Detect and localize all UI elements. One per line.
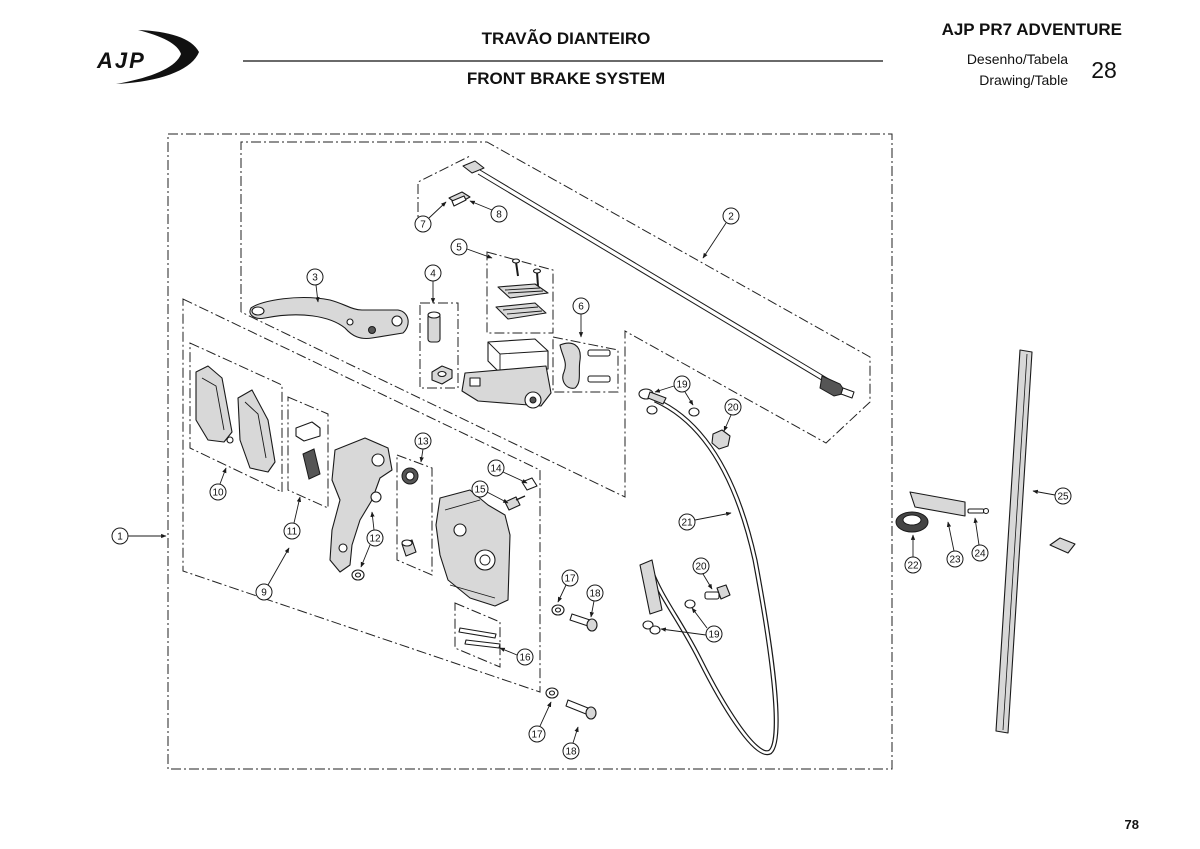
callout-23: 23 xyxy=(946,521,964,568)
banjo-bolts xyxy=(704,429,731,600)
svg-text:20: 20 xyxy=(695,562,707,573)
svg-text:8: 8 xyxy=(496,210,502,221)
callout-22: 22 xyxy=(904,534,922,574)
callout-12: 12 xyxy=(360,511,384,568)
callout-1: 1 xyxy=(111,527,167,545)
caliper-bolt-lower xyxy=(545,687,597,720)
caliper-bracket xyxy=(329,437,393,581)
page-number: 78 xyxy=(1125,817,1139,832)
callout-20-lower: 20 xyxy=(692,557,713,590)
callout-8: 8 xyxy=(469,200,508,223)
pad-pins xyxy=(458,627,501,649)
reservoir-cap xyxy=(495,258,549,320)
svg-text:19: 19 xyxy=(708,630,720,641)
svg-text:19: 19 xyxy=(676,380,688,391)
callout-10: 10 xyxy=(209,467,227,501)
svg-text:14: 14 xyxy=(490,464,502,475)
callout-19-upper: 19 xyxy=(654,375,694,406)
svg-text:22: 22 xyxy=(907,561,919,572)
svg-text:6: 6 xyxy=(578,302,584,313)
callout-3: 3 xyxy=(306,268,324,303)
svg-text:25: 25 xyxy=(1057,492,1069,503)
callout-5: 5 xyxy=(450,238,493,259)
caliper-bolt-upper xyxy=(551,604,598,632)
svg-text:21: 21 xyxy=(681,518,693,529)
hose-protector-strip xyxy=(995,349,1076,734)
bleed-screw xyxy=(504,477,538,511)
ajp-logo: AJP xyxy=(96,30,199,84)
svg-text:2: 2 xyxy=(728,212,734,223)
svg-text:23: 23 xyxy=(949,555,961,566)
callout-15: 15 xyxy=(471,480,509,504)
assembly-frames xyxy=(167,133,893,770)
svg-text:AJP: AJP xyxy=(96,48,146,73)
svg-text:7: 7 xyxy=(420,220,426,231)
callout-6: 6 xyxy=(572,297,590,338)
svg-text:9: 9 xyxy=(261,588,267,599)
svg-text:24: 24 xyxy=(974,549,986,560)
callout-16: 16 xyxy=(499,647,534,666)
svg-text:3: 3 xyxy=(312,273,318,284)
handlebar-clamp xyxy=(559,342,611,389)
drawing-number: 28 xyxy=(1091,57,1117,83)
drawing-label-pt: Desenho/Tabela xyxy=(967,51,1068,67)
brake-caliper xyxy=(435,489,511,607)
master-cylinder xyxy=(461,338,552,409)
lever-bushings xyxy=(427,311,453,385)
brake-lever xyxy=(249,297,409,340)
callout-17-upper: 17 xyxy=(557,569,579,603)
svg-text:18: 18 xyxy=(589,589,601,600)
callout-19-lower: 19 xyxy=(660,607,723,643)
callout-14: 14 xyxy=(487,459,528,484)
brake-hose xyxy=(638,388,779,756)
svg-text:11: 11 xyxy=(287,527,298,538)
callout-25: 25 xyxy=(1032,487,1072,505)
svg-text:17: 17 xyxy=(564,574,576,585)
svg-text:20: 20 xyxy=(727,403,739,414)
svg-text:1: 1 xyxy=(117,532,123,543)
svg-text:4: 4 xyxy=(430,269,436,280)
callout-4: 4 xyxy=(424,264,442,304)
svg-text:12: 12 xyxy=(369,534,381,545)
callout-18-upper: 18 xyxy=(586,584,604,618)
model-name: AJP PR7 ADVENTURE xyxy=(942,20,1122,39)
callout-21: 21 xyxy=(678,511,732,531)
piston-seal xyxy=(401,467,419,557)
drawing-label-en: Drawing/Table xyxy=(979,72,1068,88)
svg-text:5: 5 xyxy=(456,243,462,254)
svg-text:13: 13 xyxy=(417,437,429,448)
callout-7: 7 xyxy=(414,201,447,233)
svg-text:15: 15 xyxy=(474,485,486,496)
title-portuguese: TRAVÃO DIANTEIRO xyxy=(482,28,651,48)
callout-2: 2 xyxy=(702,207,740,259)
svg-text:18: 18 xyxy=(565,747,577,758)
callout-13: 13 xyxy=(414,432,432,463)
callout-18-lower: 18 xyxy=(562,726,580,760)
callout-24: 24 xyxy=(971,517,989,562)
switch-clip xyxy=(448,191,471,207)
brake-pads xyxy=(195,365,276,473)
pad-spring xyxy=(295,421,321,480)
callout-17-lower: 17 xyxy=(528,701,552,743)
callout-9: 9 xyxy=(255,547,290,601)
callout-20-upper: 20 xyxy=(723,398,742,432)
title-english: FRONT BRAKE SYSTEM xyxy=(467,69,665,88)
hose-guide-clamp xyxy=(895,491,990,533)
callout-11: 11 xyxy=(283,496,302,540)
svg-text:16: 16 xyxy=(519,653,531,664)
svg-text:10: 10 xyxy=(212,488,224,499)
banjo-washers xyxy=(642,405,700,635)
brake-switch-cable xyxy=(462,160,855,399)
svg-text:17: 17 xyxy=(531,730,543,741)
